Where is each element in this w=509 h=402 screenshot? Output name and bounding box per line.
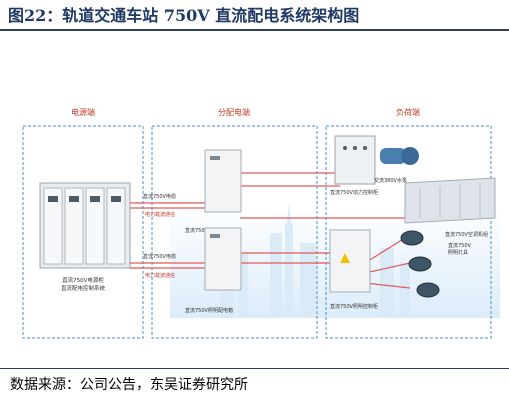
plc-label-1: 电力载波通信 [145, 211, 175, 218]
dc-lighting-control-cabinet [330, 230, 370, 292]
water-pump [380, 147, 419, 165]
dc-light-control-cabinet-label: 直流750V照明控制柜 [330, 303, 378, 310]
dc-cable-label-2: 直流750V电缆 [143, 253, 176, 260]
zone-label-load: 负荷端 [396, 107, 420, 117]
dc-light-dist-box-label: 直流750V照明配电箱 [185, 307, 233, 314]
pump-label: 交流380V水泵 [374, 177, 407, 184]
figure-title: 图22：轨道交通车站 750V 直流配电系统架构图 [8, 4, 501, 28]
footer-rule [0, 368, 509, 369]
ac-unit-label: 直流750V空调机组 [445, 231, 488, 238]
zone-label-distribution: 分配电端 [218, 107, 250, 117]
dc-light-label: 直流750V [448, 242, 472, 249]
air-conditioning-unit [405, 178, 495, 223]
dc-cable-label-1: 直流750V电缆 [143, 193, 176, 200]
zone-label-power-source: 电源端 [71, 107, 95, 117]
plc-label-2: 电力载波通信 [145, 272, 175, 279]
dc-lighting-distribution-box [205, 228, 241, 290]
source-note: 数据来源：公司公告，东吴证券研究所 [10, 374, 248, 396]
title-rule [0, 29, 509, 31]
cabinet-caption-1: 直流750V电源柜 [62, 276, 104, 284]
cabinet-caption-2: 直流配电控制系统 [61, 284, 106, 292]
dc-power-control-cabinet [335, 136, 375, 184]
dc-light-label-2: 照明灯具 [448, 249, 468, 256]
architecture-diagram: 电源端 分配电端 负荷端 直流750V电源柜 直流配电控制系统 直流750V电缆… [0, 38, 509, 360]
dc-power-cabinet-bank [40, 183, 130, 268]
dc-power-distribution-box [205, 150, 241, 212]
dc-power-control-cabinet-label: 直流750V动力控制柜 [330, 189, 378, 196]
